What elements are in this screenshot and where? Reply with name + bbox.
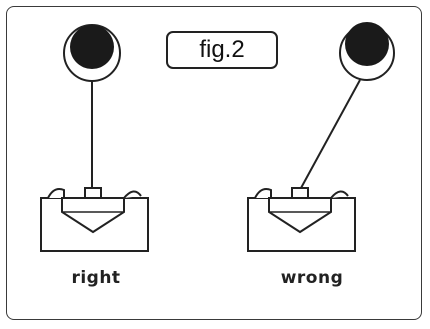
- right-base: [40, 187, 149, 252]
- caption-wrong: wrong: [280, 268, 344, 288]
- right-example: [40, 24, 149, 252]
- caption-right: right: [71, 268, 121, 288]
- right-ball: [63, 24, 121, 82]
- figure-label: fig.2: [166, 31, 278, 69]
- wrong-example: [247, 22, 395, 252]
- figure-label-text: fig.2: [199, 36, 245, 63]
- wrong-ball: [339, 22, 395, 81]
- wrong-base: [247, 187, 356, 252]
- wrong-rod: [300, 79, 361, 189]
